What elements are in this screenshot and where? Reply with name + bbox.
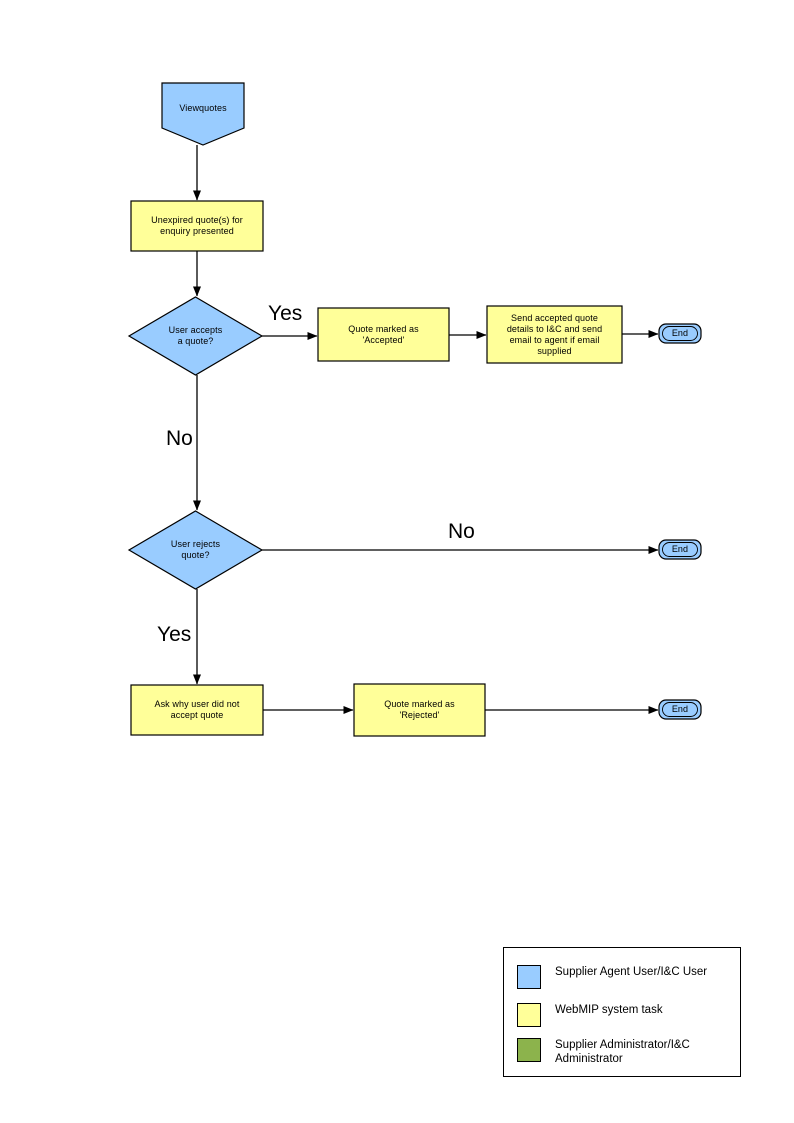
node-send-details-shape [486, 305, 623, 364]
edge-label-yes-rejects: Yes [157, 623, 192, 646]
legend-swatch-blue [517, 965, 541, 989]
legend-label-supplier-administrator: Supplier Administrator/I&C Administrator [555, 1039, 690, 1065]
legend-swatch-green [517, 1038, 541, 1062]
legend-item-webmip-system-task: WebMIP system task [517, 1003, 663, 1027]
node-ask-why-shape [130, 684, 264, 736]
legend-item-supplier-agent: Supplier Agent User/I&C User [517, 965, 707, 989]
legend-label-supplier-agent: Supplier Agent User/I&C User [555, 966, 708, 978]
node-end-rejected-shape [658, 699, 702, 720]
node-end-no-reject-shape [658, 539, 702, 560]
legend-item-supplier-administrator: Supplier Administrator/I&C Administrator [517, 1038, 740, 1066]
edge-label-yes-accepts: Yes [268, 302, 303, 325]
edge-label-no-accepts: No [166, 427, 193, 450]
node-quote-rejected-shape [353, 683, 486, 737]
legend-box: Supplier Agent User/I&C User WebMIP syst… [503, 947, 741, 1077]
node-end-accepted-shape [658, 323, 702, 344]
node-quote-accepted-shape [317, 307, 450, 362]
node-start-shape [161, 82, 245, 146]
edge-label-no-rejects: No [448, 520, 475, 543]
legend-swatch-yellow [517, 1003, 541, 1027]
node-unexpired-shape [130, 200, 264, 252]
node-decision1-shape [127, 296, 264, 376]
legend-label-webmip-system-task: WebMIP system task [555, 1004, 663, 1016]
node-decision2-shape [127, 510, 264, 590]
